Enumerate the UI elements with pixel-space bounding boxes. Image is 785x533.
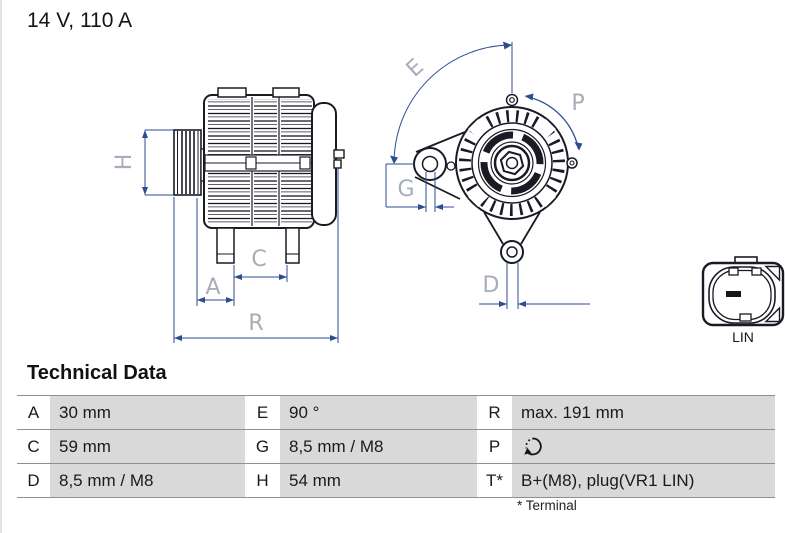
connector-label: LIN	[732, 329, 754, 345]
dim-value-t: B+(M8), plug(VR1 LIN)	[512, 464, 775, 497]
terminal-footnote: * Terminal	[517, 498, 577, 513]
dim-value-a: 30 mm	[50, 396, 245, 429]
dim-key-e: E	[245, 396, 280, 429]
dim-key-r: R	[477, 396, 512, 429]
dimension-label-h: H	[112, 154, 137, 171]
mounting-leg-left	[216, 227, 235, 264]
side-view-drawing: H A C R	[112, 87, 345, 343]
dimension-label-r: R	[248, 311, 263, 336]
rotation-direction-clockwise-icon	[524, 437, 542, 455]
connector-corner-key-top	[764, 265, 781, 282]
dim-value-c: 59 mm	[50, 430, 245, 463]
front-view-dimensions	[385, 41, 590, 309]
table-row: C 59 mm G 8,5 mm / M8 P	[17, 430, 775, 464]
dim-value-p	[512, 430, 775, 463]
dimension-label-a: A	[205, 275, 220, 300]
dimension-label-p: P	[571, 91, 584, 116]
dim-value-r: max. 191 mm	[512, 396, 775, 429]
technical-data-table: A 30 mm E 90 ° R max. 191 mm C 59 mm G 8…	[17, 395, 775, 498]
dimension-label-d: D	[483, 273, 500, 298]
technical-data-heading: Technical Data	[27, 362, 167, 384]
dim-key-a: A	[17, 396, 50, 429]
dimension-label-g: G	[397, 177, 414, 202]
dim-key-t: T*	[477, 464, 512, 497]
dimension-label-c: C	[251, 247, 266, 272]
dim-key-h: H	[245, 464, 280, 497]
alternator-body-side	[203, 87, 345, 264]
right-lug	[566, 157, 578, 169]
shaft-hex-nut	[499, 150, 525, 176]
dim-key-c: C	[17, 430, 50, 463]
dim-value-g: 8,5 mm / M8	[280, 430, 477, 463]
dim-key-p: P	[477, 430, 512, 463]
dim-value-h: 54 mm	[280, 464, 477, 497]
cooling-slots-ring	[459, 110, 565, 216]
lin-pin	[726, 291, 741, 297]
dim-key-g: G	[245, 430, 280, 463]
connector-corner-key-bottom	[764, 306, 781, 323]
bottom-mounting-lug	[500, 240, 524, 264]
front-view-drawing: E P G D	[385, 41, 590, 309]
lin-connector-drawing: LIN	[701, 256, 785, 345]
dim-value-e: 90 °	[280, 396, 477, 429]
table-row: D 8,5 mm / M8 H 54 mm T* B+(M8), plug(VR…	[17, 464, 775, 498]
side-view-dimensions	[142, 129, 339, 343]
dimension-label-e: E	[402, 54, 429, 82]
bplus-terminal	[333, 149, 345, 159]
table-row: A 30 mm E 90 ° R max. 191 mm	[17, 396, 775, 430]
left-mounting-lug	[413, 147, 447, 181]
alternator-technical-drawing: H A C R	[112, 41, 785, 345]
top-lug	[505, 93, 519, 107]
dim-value-d: 8,5 mm / M8	[50, 464, 245, 497]
page-title: 14 V, 110 A	[27, 9, 133, 32]
dim-key-d: D	[17, 464, 50, 497]
mounting-leg-right	[285, 227, 300, 264]
